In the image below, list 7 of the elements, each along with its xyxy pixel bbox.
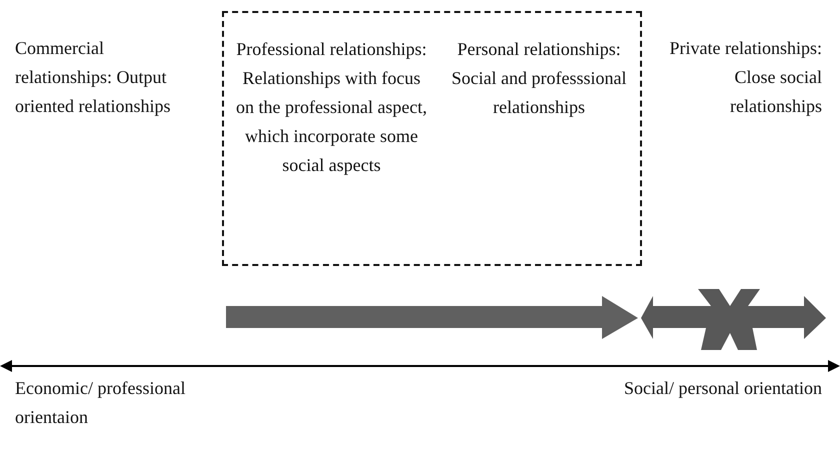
axis-end-label: Social/ personal orientation (623, 377, 822, 400)
dashed-group-box (222, 11, 642, 266)
relationship-description: Personal relationships: Social and professsional relationships (450, 38, 628, 119)
relationship-description: Professional relationships: Relationships with focus on the professional aspect, which incorporate some social aspects (235, 38, 428, 177)
relationship-description: Private relationships: Close social relationships (668, 37, 822, 118)
relationship-description: Commercial relationships: Output oriented relationships (15, 37, 172, 118)
axis-end-label: Economic/ professional orientaion (15, 377, 186, 429)
